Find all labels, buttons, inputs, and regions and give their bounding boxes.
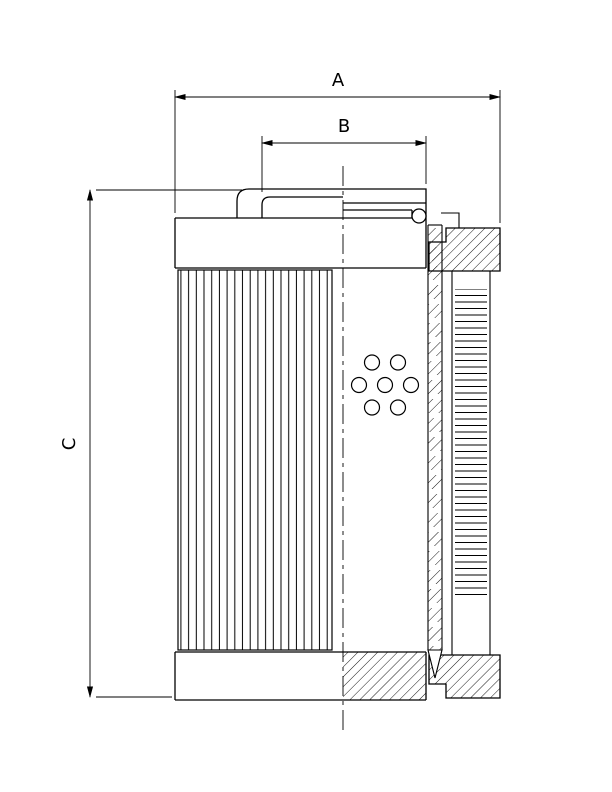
hole-top-right: [389, 354, 407, 371]
end-fitting-top-block: [428, 227, 501, 272]
end-fitting-bottom-block: [428, 654, 501, 699]
hole-left: [350, 376, 368, 394]
hole-right: [402, 376, 420, 394]
perforation-holes: [350, 354, 420, 416]
dimension-c-label: C: [59, 438, 80, 451]
hole-center: [376, 376, 394, 394]
hole-bottom-left: [363, 399, 381, 416]
dimension-c: [86, 189, 242, 698]
pleats-border: [177, 269, 333, 651]
bottom-cap-hatch: [343, 652, 426, 700]
o-ring-seal-section: [411, 208, 427, 224]
dimension-a-label: A: [332, 70, 345, 91]
hole-top-left: [363, 354, 381, 371]
core-tube-wall: [427, 224, 443, 650]
tube-wall-segment-gaps: [428, 225, 442, 650]
hole-bottom-right: [389, 399, 407, 416]
pleated-media: [177, 269, 333, 651]
handle-tab-line: [261, 196, 343, 218]
dimension-b: [261, 136, 427, 192]
bottom-end-cap: [174, 651, 427, 701]
end-fitting-top-step: [441, 212, 460, 228]
raised-top-outline: [236, 188, 427, 218]
spring-coil-ticks: [455, 289, 487, 595]
tube-end-taper: [427, 649, 443, 679]
filter-top-section: [236, 188, 427, 218]
dimension-b-label: B: [338, 116, 350, 137]
pleats-fill: [178, 270, 332, 650]
top-end-cap: [174, 217, 427, 269]
end-fitting: [427, 212, 501, 699]
dimension-a: [174, 90, 501, 223]
